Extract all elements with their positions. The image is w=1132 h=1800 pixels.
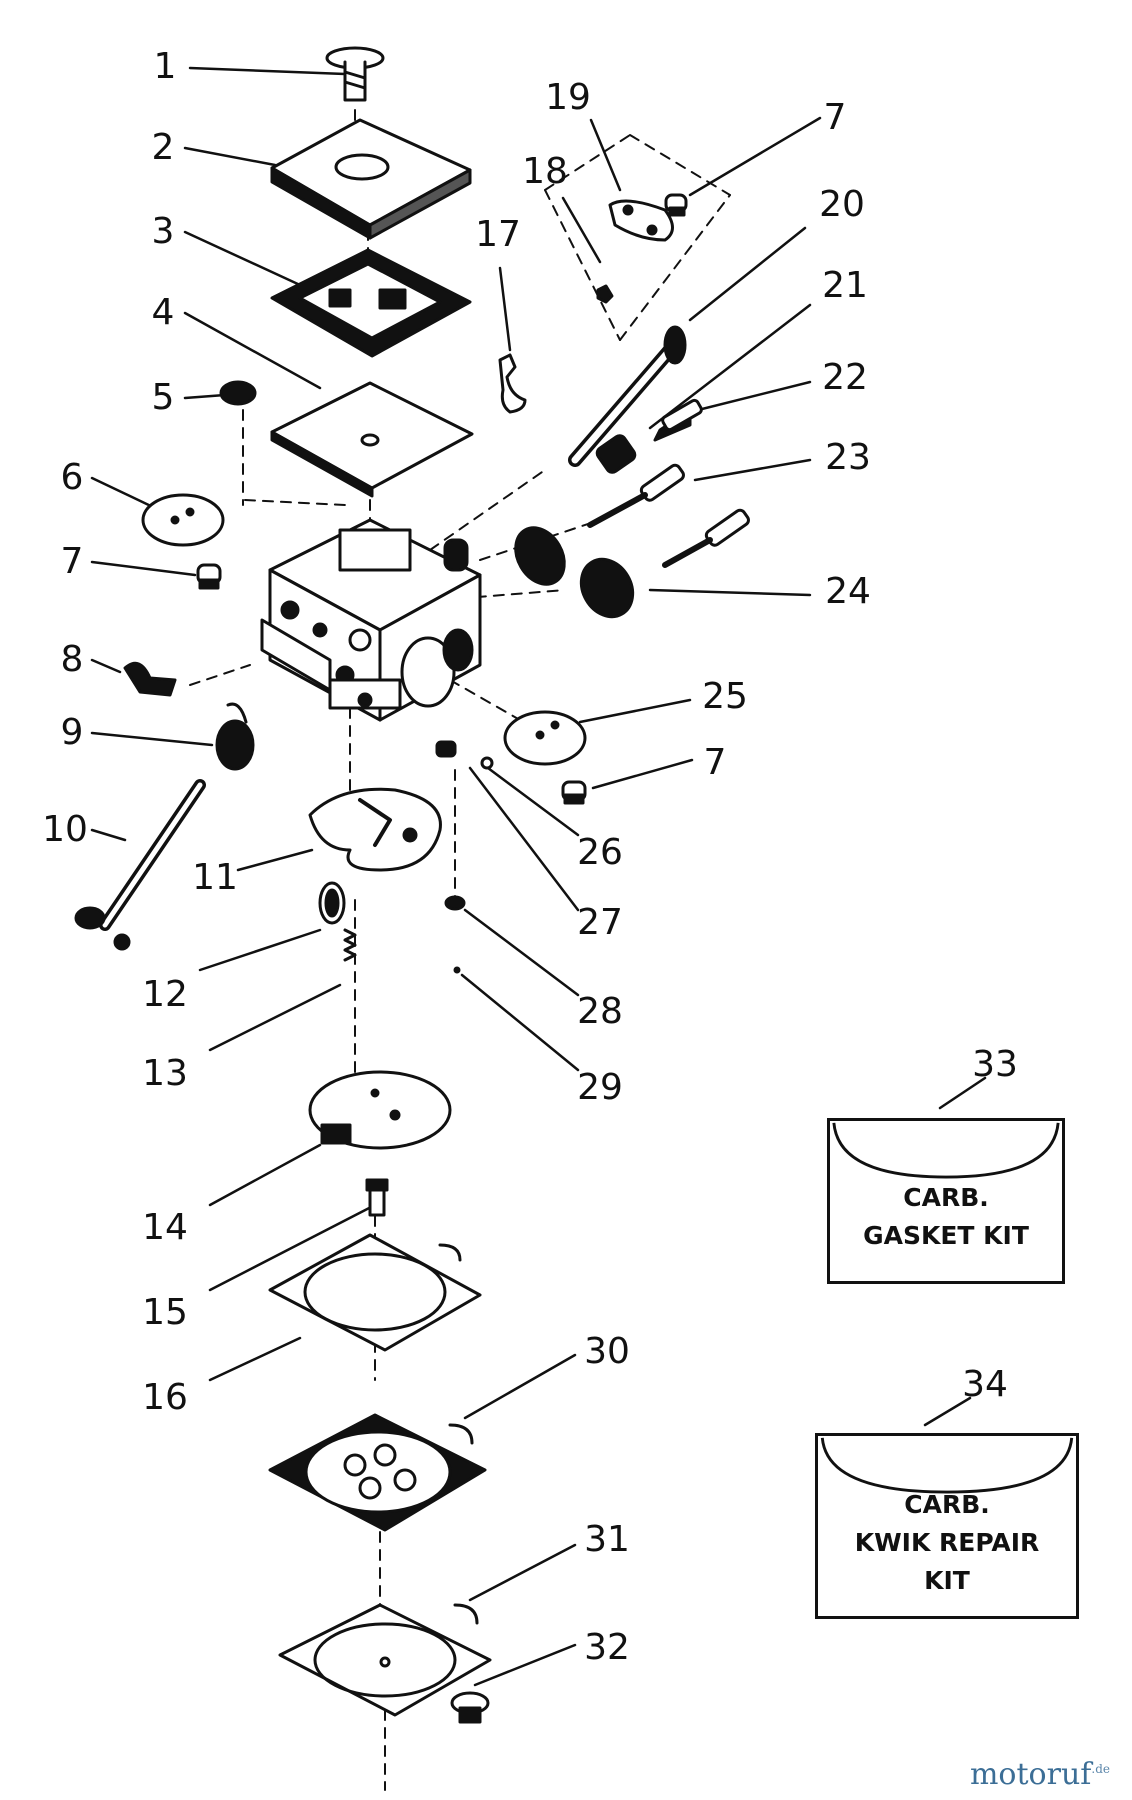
repair-kit-line1: CARB. — [904, 1490, 990, 1519]
part-gasket-3 — [270, 248, 472, 358]
callout-number: 29 — [577, 1067, 623, 1108]
callout-number: 9 — [60, 712, 84, 753]
part-gasket-16 — [268, 1233, 482, 1352]
part-needle-22 — [653, 398, 703, 442]
watermark-suffix: .de — [1091, 1762, 1110, 1776]
part-screw-32 — [450, 1691, 490, 1724]
callout-number: 2 — [151, 127, 175, 168]
part-screw-1 — [325, 46, 385, 102]
watermark-text: motoruf — [969, 1757, 1092, 1792]
callout-number: 11 — [192, 857, 238, 898]
part-spring-9 — [215, 702, 255, 771]
part-plate-6 — [141, 493, 225, 547]
callout-number: 26 — [577, 832, 623, 873]
callout-number: 20 — [819, 184, 865, 225]
callout-number: 32 — [584, 1627, 630, 1668]
callout-number: 5 — [151, 377, 175, 418]
part-spring-24b — [579, 557, 635, 619]
callout-number: 4 — [151, 292, 175, 333]
part-needle-23b — [662, 508, 750, 568]
callout-number: 6 — [60, 457, 84, 498]
part-18 — [596, 284, 614, 304]
part-plate-25 — [503, 710, 587, 766]
gasket-kit-envelope: CARB. GASKET KIT — [827, 1118, 1065, 1284]
callout-number: 13 — [142, 1053, 188, 1094]
part-screw-7a — [196, 563, 222, 590]
gasket-kit-line2: GASKET KIT — [863, 1221, 1029, 1250]
repair-kit-line2: KWIK REPAIR — [854, 1528, 1040, 1557]
callout-number: 17 — [475, 214, 521, 255]
callout-number: 28 — [577, 991, 623, 1032]
callout-number: 1 — [153, 46, 177, 87]
part-26 — [480, 756, 494, 770]
callout-number: 25 — [702, 676, 748, 717]
callout-number: 7 — [823, 97, 847, 138]
part-plate-19 — [608, 199, 674, 242]
part-spring-24a — [514, 526, 566, 586]
callout-number: 27 — [577, 902, 623, 943]
callout-number: 12 — [142, 974, 188, 1015]
callout-number: 18 — [522, 151, 568, 192]
envelope-flap — [832, 1122, 1060, 1179]
part-diaphragm-30 — [268, 1413, 487, 1532]
callout-number: 22 — [822, 357, 868, 398]
watermark: motoruf.de — [970, 1757, 1110, 1792]
part-shaft-20 — [568, 325, 687, 467]
part-29 — [453, 966, 461, 974]
part-5 — [219, 380, 257, 406]
callout-number: 19 — [545, 77, 591, 118]
part-shaft-10 — [74, 779, 206, 951]
callout-number: 15 — [142, 1292, 188, 1333]
part-needle-23a — [587, 463, 685, 528]
part-17 — [498, 353, 527, 414]
repair-kit-line3: KIT — [924, 1566, 970, 1595]
part-12 — [318, 881, 346, 925]
callout-number: 30 — [584, 1331, 630, 1372]
callout-number: 21 — [822, 265, 868, 306]
part-carburetor-body — [260, 518, 482, 722]
part-spring-13 — [343, 928, 357, 962]
callout-number: 10 — [42, 809, 88, 850]
repair-kit-envelope: CARB. KWIK REPAIR KIT — [815, 1433, 1079, 1619]
part-needle-15 — [365, 1178, 389, 1217]
part-screw-7c — [561, 780, 587, 805]
part-27 — [435, 740, 457, 758]
callout-number: 7 — [703, 742, 727, 783]
part-plate-11 — [308, 787, 442, 872]
callout-number: 34 — [962, 1364, 1008, 1405]
envelope-flap — [820, 1437, 1074, 1494]
callout-number: 23 — [825, 437, 871, 478]
part-fitting-8 — [123, 661, 177, 697]
part-screw-7b — [664, 193, 688, 217]
callout-number: 14 — [142, 1207, 188, 1248]
part-diaphragm-4 — [270, 381, 474, 498]
callout-number: 24 — [825, 571, 871, 612]
part-cover-2 — [270, 118, 472, 240]
callout-number: 8 — [60, 639, 84, 680]
part-gasket-31 — [278, 1603, 492, 1717]
callout-number: 16 — [142, 1377, 188, 1418]
gasket-kit-line1: CARB. — [903, 1183, 989, 1212]
callout-number: 31 — [584, 1519, 630, 1560]
callout-number: 3 — [151, 211, 175, 252]
part-28 — [444, 895, 466, 911]
part-plate-14 — [308, 1070, 452, 1150]
part-fitting-21 — [595, 434, 637, 474]
callout-number: 7 — [60, 541, 84, 582]
leader-lines — [90, 66, 987, 1687]
callout-number: 33 — [972, 1044, 1018, 1085]
